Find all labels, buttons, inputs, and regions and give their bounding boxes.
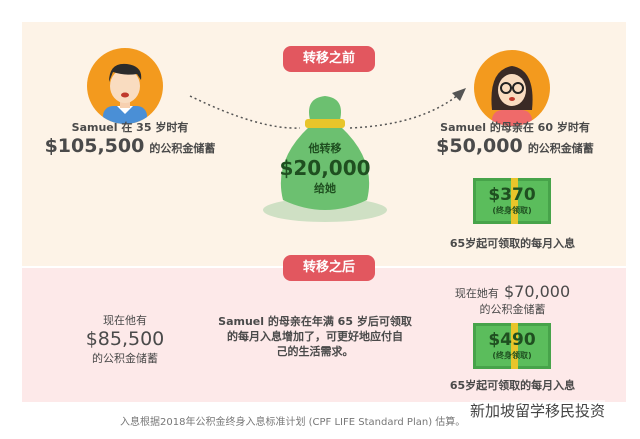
- footnote: 入息根据2018年公积金终身入息标准计划 (CPF LIFE Standard …: [120, 417, 466, 428]
- middle-line2: 的每月入息增加了，可更好地应付自: [227, 330, 403, 343]
- samuel-before-info: Samuel 在 35 岁时有 $105,500 的公积金储蓄: [40, 119, 220, 157]
- samuel-after-line2: 的公积金储蓄: [92, 352, 158, 365]
- samuel-after-info: 现在他有 $85,500 的公积金储蓄: [60, 312, 190, 366]
- mother-after-info: 现在她有 $70,000 的公积金储蓄: [430, 282, 595, 317]
- after-middle-text: Samuel 的母亲在年满 65 岁后可领取 的每月入息增加了，可更好地应付自 …: [205, 314, 425, 359]
- before-bill-sub: (终身领取): [492, 206, 532, 215]
- before-money-bill: $370 (终身领取): [473, 178, 551, 224]
- after-bill-amount: $490: [488, 330, 536, 350]
- middle-line1: Samuel 的母亲在年满 65 岁后可领取: [218, 315, 412, 328]
- mother-suffix: 的公积金储蓄: [527, 142, 594, 155]
- mother-avatar: [474, 50, 550, 126]
- watermark: 新加坡留学移民投资: [470, 400, 606, 421]
- after-caption: 65岁起可领取的每月入息: [449, 379, 576, 392]
- mother-age-text: Samuel 的母亲在 60 岁时有: [440, 121, 590, 134]
- bag-text: 他转移 $20,000 给她: [275, 140, 375, 196]
- bag-line2: 给她: [314, 182, 336, 195]
- mother-after-amount: $70,000: [503, 282, 571, 301]
- samuel-after-line1: 现在他有: [103, 314, 147, 327]
- samuel-after-amount: $85,500: [85, 328, 165, 350]
- mother-before-info: Samuel 的母亲在 60 岁时有 $50,000 的公积金储蓄: [420, 119, 610, 157]
- mother-after-line2: 的公积金储蓄: [479, 303, 546, 316]
- samuel-amount: $105,500: [44, 135, 145, 157]
- before-caption: 65岁起可领取的每月入息: [449, 237, 576, 250]
- samuel-age-text: Samuel 在 35 岁时有: [71, 121, 189, 134]
- bag-amount: $20,000: [279, 156, 371, 180]
- samuel-avatar: [87, 48, 163, 124]
- mother-after-prefix: 现在她有: [454, 287, 499, 300]
- after-bill-sub: (终身领取): [492, 351, 532, 360]
- samuel-suffix: 的公积金储蓄: [149, 142, 216, 155]
- bag-line1: 他转移: [308, 142, 342, 155]
- after-label: 转移之后: [283, 255, 375, 281]
- before-label: 转移之前: [283, 46, 375, 72]
- mother-amount: $50,000: [436, 135, 523, 157]
- after-money-bill: $490 (终身领取): [473, 323, 551, 369]
- money-bag-icon: [263, 96, 387, 222]
- middle-line3: 己的生活需求。: [276, 345, 354, 358]
- before-bill-amount: $370: [488, 185, 536, 205]
